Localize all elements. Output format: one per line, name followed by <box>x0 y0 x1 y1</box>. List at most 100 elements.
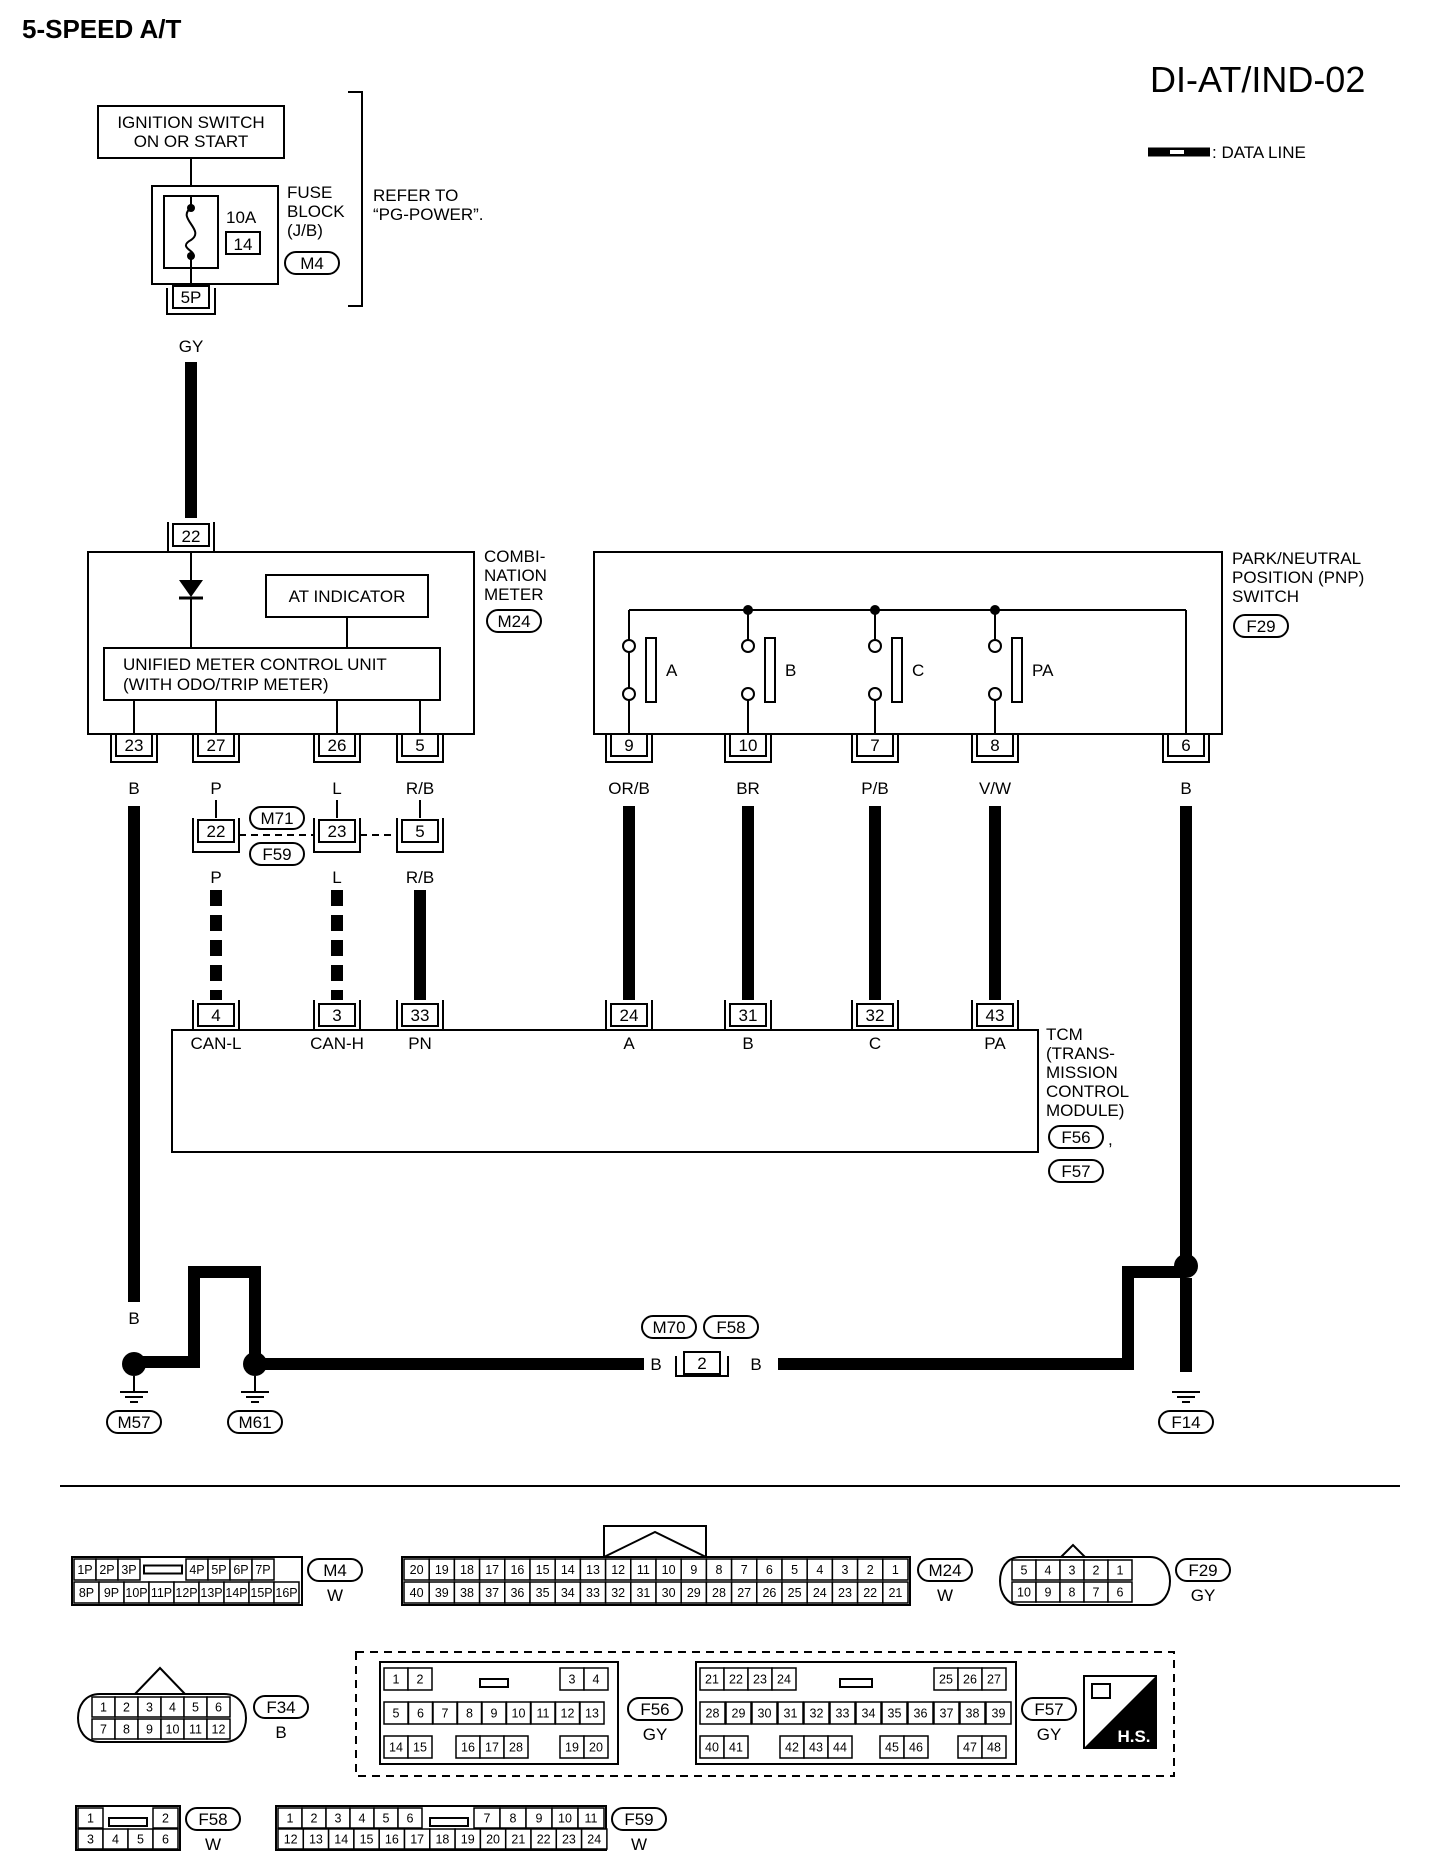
meter-connector: M24 <box>497 612 530 631</box>
fuse-number: 14 <box>234 235 253 254</box>
connector-pin-label: 27 <box>737 1586 751 1600</box>
ignition-switch <box>97 105 285 159</box>
connector-pin-label: 12 <box>212 1723 226 1737</box>
connector-pin-label: 6 <box>766 1563 773 1577</box>
fuse-block-label-1: FUSE <box>287 183 332 202</box>
svg-text:26: 26 <box>328 736 347 755</box>
connector-pin-label: 18 <box>460 1563 474 1577</box>
connector-pin-cell <box>771 1667 797 1691</box>
connector-pin-label: 22 <box>537 1833 551 1847</box>
svg-text:W: W <box>327 1586 343 1605</box>
svg-text:22: 22 <box>182 527 201 546</box>
connector-pin-cell <box>723 1735 749 1759</box>
connector-pin-cell <box>903 1735 929 1759</box>
tcm-pin-24: 24 <box>605 1000 653 1031</box>
connector-pin-label: 1 <box>892 1563 899 1577</box>
connector-pin-label: 4P <box>189 1563 204 1577</box>
connector-pin-label: 38 <box>460 1586 474 1600</box>
svg-text:27: 27 <box>207 736 226 755</box>
at-indicator <box>265 574 429 618</box>
connector-pin-cell <box>981 1735 1007 1759</box>
connector-pin-label: 9 <box>690 1563 697 1577</box>
connector-pin-label: 12 <box>561 1707 575 1721</box>
fuse-pin: 5P <box>181 288 202 307</box>
connector-pin-label: 4 <box>593 1673 600 1687</box>
wire-color-meter-26: L <box>332 779 341 798</box>
connector-pin-label: 15P <box>250 1586 272 1600</box>
connector-pin-cell <box>1107 1581 1133 1603</box>
connector-pin-label: 4 <box>359 1812 366 1826</box>
connector-pin-label: 29 <box>687 1586 701 1600</box>
connector-pin-label: 38 <box>966 1707 980 1721</box>
connector-pin-label: 11P <box>151 1586 172 1600</box>
tcm-label-can-h: CAN-H <box>310 1034 364 1053</box>
connector-pin-label: 6 <box>407 1812 414 1826</box>
svg-text:M4: M4 <box>323 1561 347 1580</box>
connector-pin-label: 31 <box>636 1586 650 1600</box>
pnp-contact-b: B <box>741 610 796 734</box>
meter-label-2: NATION <box>484 566 547 585</box>
connector-pin-label: 13 <box>586 1563 600 1577</box>
wire-color-meter-23: B <box>128 779 139 798</box>
connector-pin-label: 5 <box>791 1563 798 1577</box>
tcm-name-1: TCM <box>1046 1025 1083 1044</box>
ground-joint-connector: B 2 B <box>646 1351 766 1377</box>
tcm-pin-4: 4 <box>192 1000 240 1031</box>
connector-pin-label: 16 <box>510 1563 524 1577</box>
meter-pin-26: 26 <box>313 733 361 763</box>
connector-pin-label: 10 <box>166 1723 180 1737</box>
tcm-label-b: B <box>742 1034 753 1053</box>
tcm-connector-f56: F56 <box>1061 1128 1090 1147</box>
connector-pin-label: 3 <box>87 1833 94 1847</box>
svg-text:4: 4 <box>211 1006 220 1025</box>
connector-pin-label: 8 <box>123 1723 130 1737</box>
connector-pin-cell <box>855 1701 882 1725</box>
wire-color-meter-27: P <box>210 779 221 798</box>
svg-text:PA: PA <box>1032 661 1054 680</box>
connector-pin-label: 23 <box>562 1833 576 1847</box>
connector-pin-label: 4 <box>169 1701 176 1715</box>
connector-pin-label: 8 <box>466 1707 473 1721</box>
connector-pin-label: 11 <box>637 1563 650 1577</box>
connector-pin-label: 22 <box>729 1673 743 1687</box>
connector-pin-label: 34 <box>862 1707 876 1721</box>
connector-pin-label: 2 <box>311 1812 318 1826</box>
svg-text:31: 31 <box>739 1006 758 1025</box>
connector-pin-label: 2 <box>123 1701 130 1715</box>
diagram-code: DI-AT/IND-02 <box>1150 59 1365 100</box>
connector-pin-cell <box>777 1701 804 1725</box>
svg-text:2: 2 <box>697 1354 706 1373</box>
fuse-icon <box>184 196 197 284</box>
svg-text:F59: F59 <box>624 1810 653 1829</box>
connector-pin-label: 20 <box>410 1563 424 1577</box>
svg-text:B: B <box>785 661 796 680</box>
hs-label: H.S. <box>1117 1727 1150 1746</box>
pnp-contact-c: C <box>868 610 924 734</box>
svg-text:W: W <box>631 1835 647 1854</box>
connector-pin-label: 2P <box>99 1563 114 1577</box>
connector-pin-label: 17 <box>410 1833 424 1847</box>
tcm-label-c: C <box>869 1034 881 1053</box>
wire-color-joint-23: L <box>332 868 341 887</box>
connector-pin-label: 4 <box>1045 1564 1052 1578</box>
connector-pin-label: 6 <box>162 1833 169 1847</box>
connector-pin-label: 14 <box>561 1563 575 1577</box>
svg-text:B: B <box>275 1723 286 1742</box>
ground-icon <box>1172 1391 1200 1403</box>
connector-pin-label: 19 <box>461 1833 475 1847</box>
connector-pin-label: 8 <box>1069 1586 1076 1600</box>
connector-pin-label: 10 <box>662 1563 676 1577</box>
connector-pin-label: 25 <box>788 1586 802 1600</box>
connector-pin-cell <box>882 1581 909 1604</box>
connector-lock-tab <box>108 1817 148 1827</box>
connector-pin-label: 39 <box>992 1707 1006 1721</box>
connector-pin-label: 39 <box>435 1586 449 1600</box>
svg-text:8: 8 <box>990 736 999 755</box>
connector-pin-label: 40 <box>410 1586 424 1600</box>
connector-pin-cell <box>803 1701 830 1725</box>
connector-pin-cell <box>981 1667 1007 1691</box>
